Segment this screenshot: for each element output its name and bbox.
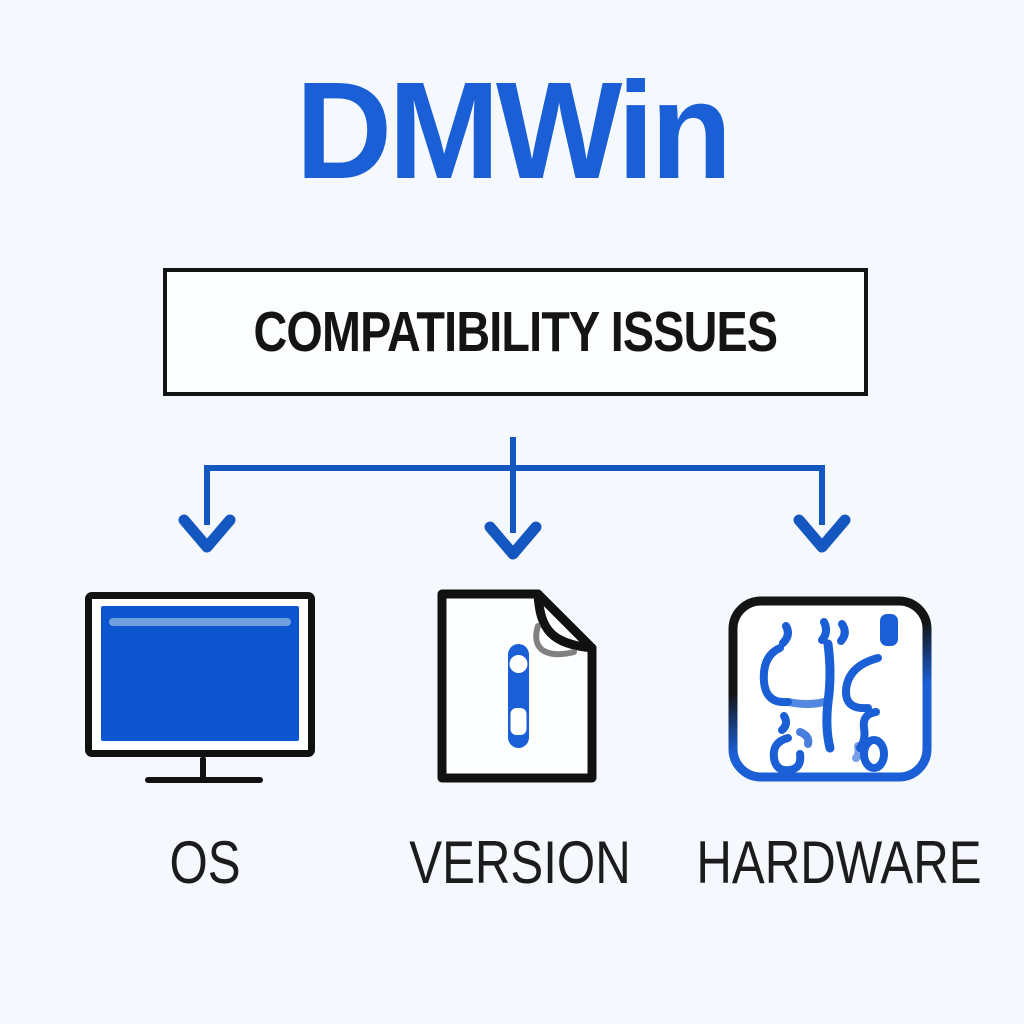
document-icon bbox=[434, 586, 600, 791]
root-node-box: COMPATIBILITY ISSUES bbox=[163, 268, 868, 396]
circuit-doodle bbox=[759, 614, 898, 775]
branch-label-os: OS bbox=[169, 829, 241, 896]
arrowhead-right bbox=[793, 514, 851, 553]
monitor-screen bbox=[101, 606, 299, 741]
circuit-icon bbox=[728, 596, 932, 787]
arrowhead-center bbox=[484, 521, 542, 560]
document-fold-curl bbox=[533, 623, 577, 658]
monitor-stand-stem bbox=[200, 757, 206, 779]
branch-label-version: VERSION bbox=[409, 829, 631, 896]
root-node-label: COMPATIBILITY ISSUES bbox=[253, 300, 779, 364]
branch-label-row: OS VERSION HARDWARE bbox=[0, 828, 1024, 908]
monitor-screen-stripe bbox=[109, 618, 291, 626]
document-fold bbox=[533, 589, 597, 653]
document-version-marker bbox=[508, 644, 529, 748]
branch-label-hardware: HARDWARE bbox=[696, 829, 982, 896]
arrowhead-left bbox=[178, 514, 236, 553]
monitor-stand-base bbox=[145, 777, 263, 783]
monitor-icon bbox=[85, 592, 315, 757]
app-title: DMWin bbox=[295, 54, 733, 208]
